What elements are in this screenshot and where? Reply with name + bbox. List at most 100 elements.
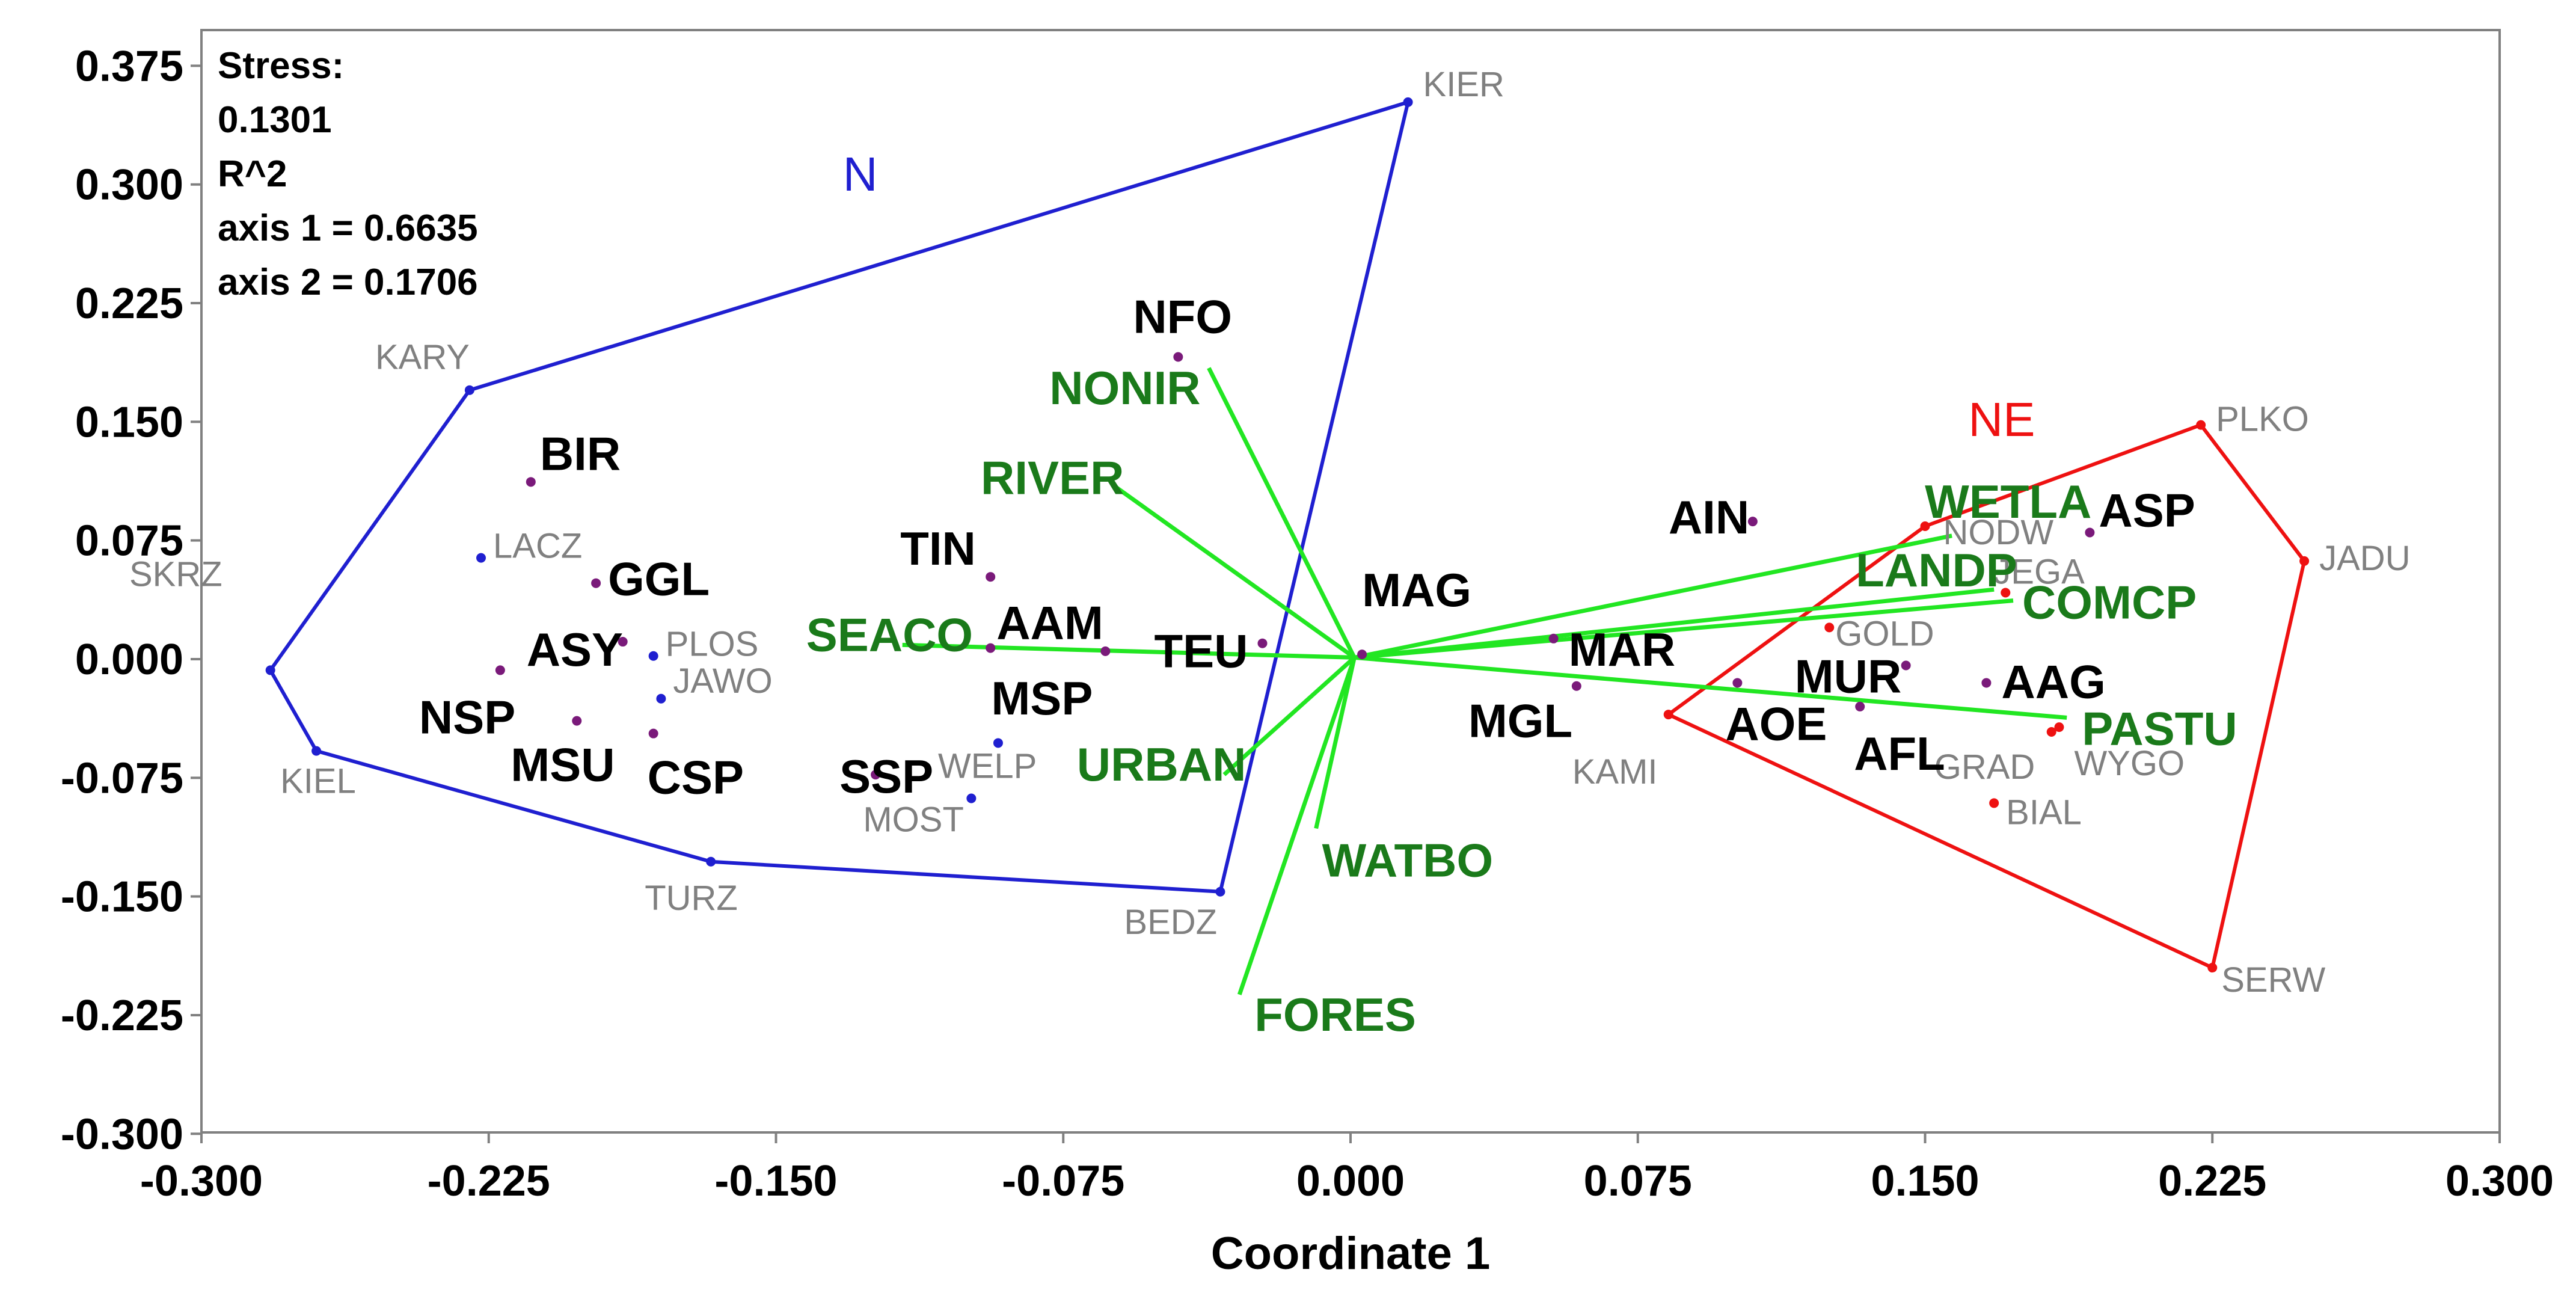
env-label: COMCP: [2022, 576, 2197, 629]
site-label: WELP: [938, 746, 1037, 785]
species-label: MSP: [991, 672, 1093, 725]
stats-line: Stress:: [218, 45, 344, 87]
species-point: [986, 572, 996, 582]
site-label: KIEL: [280, 762, 356, 801]
group-label: NE: [1968, 393, 2035, 446]
site-point: [476, 553, 486, 563]
site-label: TURZ: [645, 879, 738, 918]
species-label: ASP: [2099, 484, 2195, 537]
site-point: [966, 793, 977, 803]
species-point: [1257, 638, 1268, 648]
site-label: KARY: [375, 338, 470, 377]
env-vector-line: [1354, 655, 2067, 720]
species-label: AFL: [1854, 727, 1945, 780]
env-vector-line: [1112, 483, 1356, 660]
x-tick-label: 0.150: [1871, 1157, 1979, 1205]
site-label: LACZ: [493, 527, 582, 566]
site-label: SKRZ: [129, 554, 222, 594]
species-label: AAM: [996, 597, 1103, 650]
site-point: [1989, 798, 1999, 808]
site-point: [311, 746, 322, 756]
site-point: [656, 693, 666, 704]
site-label: WYGO: [2074, 744, 2185, 783]
species-label: MGL: [1468, 695, 1572, 748]
x-tick-label: -0.075: [1002, 1157, 1124, 1205]
y-axis-tick-labels: 0.3750.3000.2250.1500.0750.000-0.075-0.1…: [61, 42, 183, 1158]
site-label: KAMI: [1572, 752, 1658, 791]
species-point: [1981, 678, 1992, 688]
plot-frame: [200, 29, 2501, 1134]
stats-line: axis 1 = 0.6635: [218, 207, 478, 249]
x-tick-label: -0.150: [714, 1157, 837, 1205]
site-point: [265, 665, 275, 675]
x-tick-label: 0.300: [2446, 1157, 2554, 1205]
species-point: [572, 716, 582, 726]
species-label: BIR: [540, 427, 621, 480]
species-label: NSP: [419, 690, 515, 743]
stats-line: 0.1301: [218, 99, 332, 141]
x-tick-label: 0.000: [1296, 1157, 1405, 1205]
site-point: [2207, 963, 2218, 973]
y-tick-label: 0.225: [75, 280, 183, 328]
species-label: NFO: [1133, 290, 1232, 343]
site-label: JEGA: [1993, 552, 2085, 591]
y-tick-label: 0.075: [75, 517, 183, 565]
env-vector-line: [1222, 656, 1356, 776]
species-label: MAR: [1569, 623, 1676, 676]
species-label: AAG: [2001, 655, 2105, 708]
stats-line: R^2: [218, 153, 287, 195]
env-label: FORES: [1254, 988, 1416, 1041]
site-point: [706, 856, 716, 867]
env-vector-line: [1354, 533, 1952, 660]
species-label: CSP: [648, 751, 744, 804]
species-point: [1100, 646, 1111, 656]
species-point: [986, 643, 996, 653]
y-tick-label: 0.300: [75, 161, 183, 209]
species-point: [1732, 678, 1743, 688]
site-point: [2299, 556, 2310, 566]
stats-line: axis 2 = 0.1706: [218, 262, 478, 303]
species-point: [591, 578, 601, 588]
env-label: PASTU: [2082, 702, 2237, 755]
species-label: TIN: [900, 522, 976, 575]
site-point: [2046, 727, 2056, 737]
species-point: [618, 637, 628, 647]
env-label: WATBO: [1322, 834, 1494, 887]
species-point: [526, 477, 536, 487]
site-point: [2054, 722, 2064, 732]
y-tick-label: 0.150: [75, 398, 183, 446]
site-label: KIER: [1423, 65, 1504, 104]
env-label: RIVER: [981, 452, 1124, 505]
site-label: NODW: [1943, 513, 2054, 552]
site-point: [1403, 97, 1413, 107]
env-vector-line: [1314, 657, 1357, 829]
site-label: MOST: [863, 800, 964, 840]
hull-ne: [1664, 423, 2307, 971]
species-point: [648, 728, 658, 739]
species-label: TEU: [1154, 625, 1248, 678]
env-vector-line: [1207, 367, 1357, 659]
species-point: [2085, 527, 2095, 538]
env-label: SEACO: [806, 608, 973, 661]
x-tick-label: -0.225: [428, 1157, 550, 1205]
species-label: MAG: [1362, 564, 1471, 616]
site-label: JADU: [2319, 539, 2410, 578]
species-point: [1173, 352, 1183, 362]
site-label: JAWO: [673, 662, 772, 701]
y-tick-label: 0.000: [75, 636, 183, 684]
species-point: [1855, 701, 1865, 711]
env-vector-line: [1354, 587, 1995, 660]
y-tick-label: -0.300: [61, 1110, 183, 1158]
env-label: LANDP: [1856, 544, 2017, 597]
env-label: WETLA: [1925, 475, 2091, 528]
site-label: SERW: [2221, 960, 2325, 1000]
x-tick-label: 0.225: [2158, 1157, 2266, 1205]
env-vector-line: [1237, 657, 1357, 995]
species-label: GGL: [608, 553, 710, 606]
site-point: [1215, 886, 1225, 897]
site-label: PLKO: [2216, 400, 2309, 439]
site-label: GRAD: [1934, 748, 2035, 787]
species-point: [1747, 517, 1758, 527]
site-point: [1824, 622, 1835, 633]
